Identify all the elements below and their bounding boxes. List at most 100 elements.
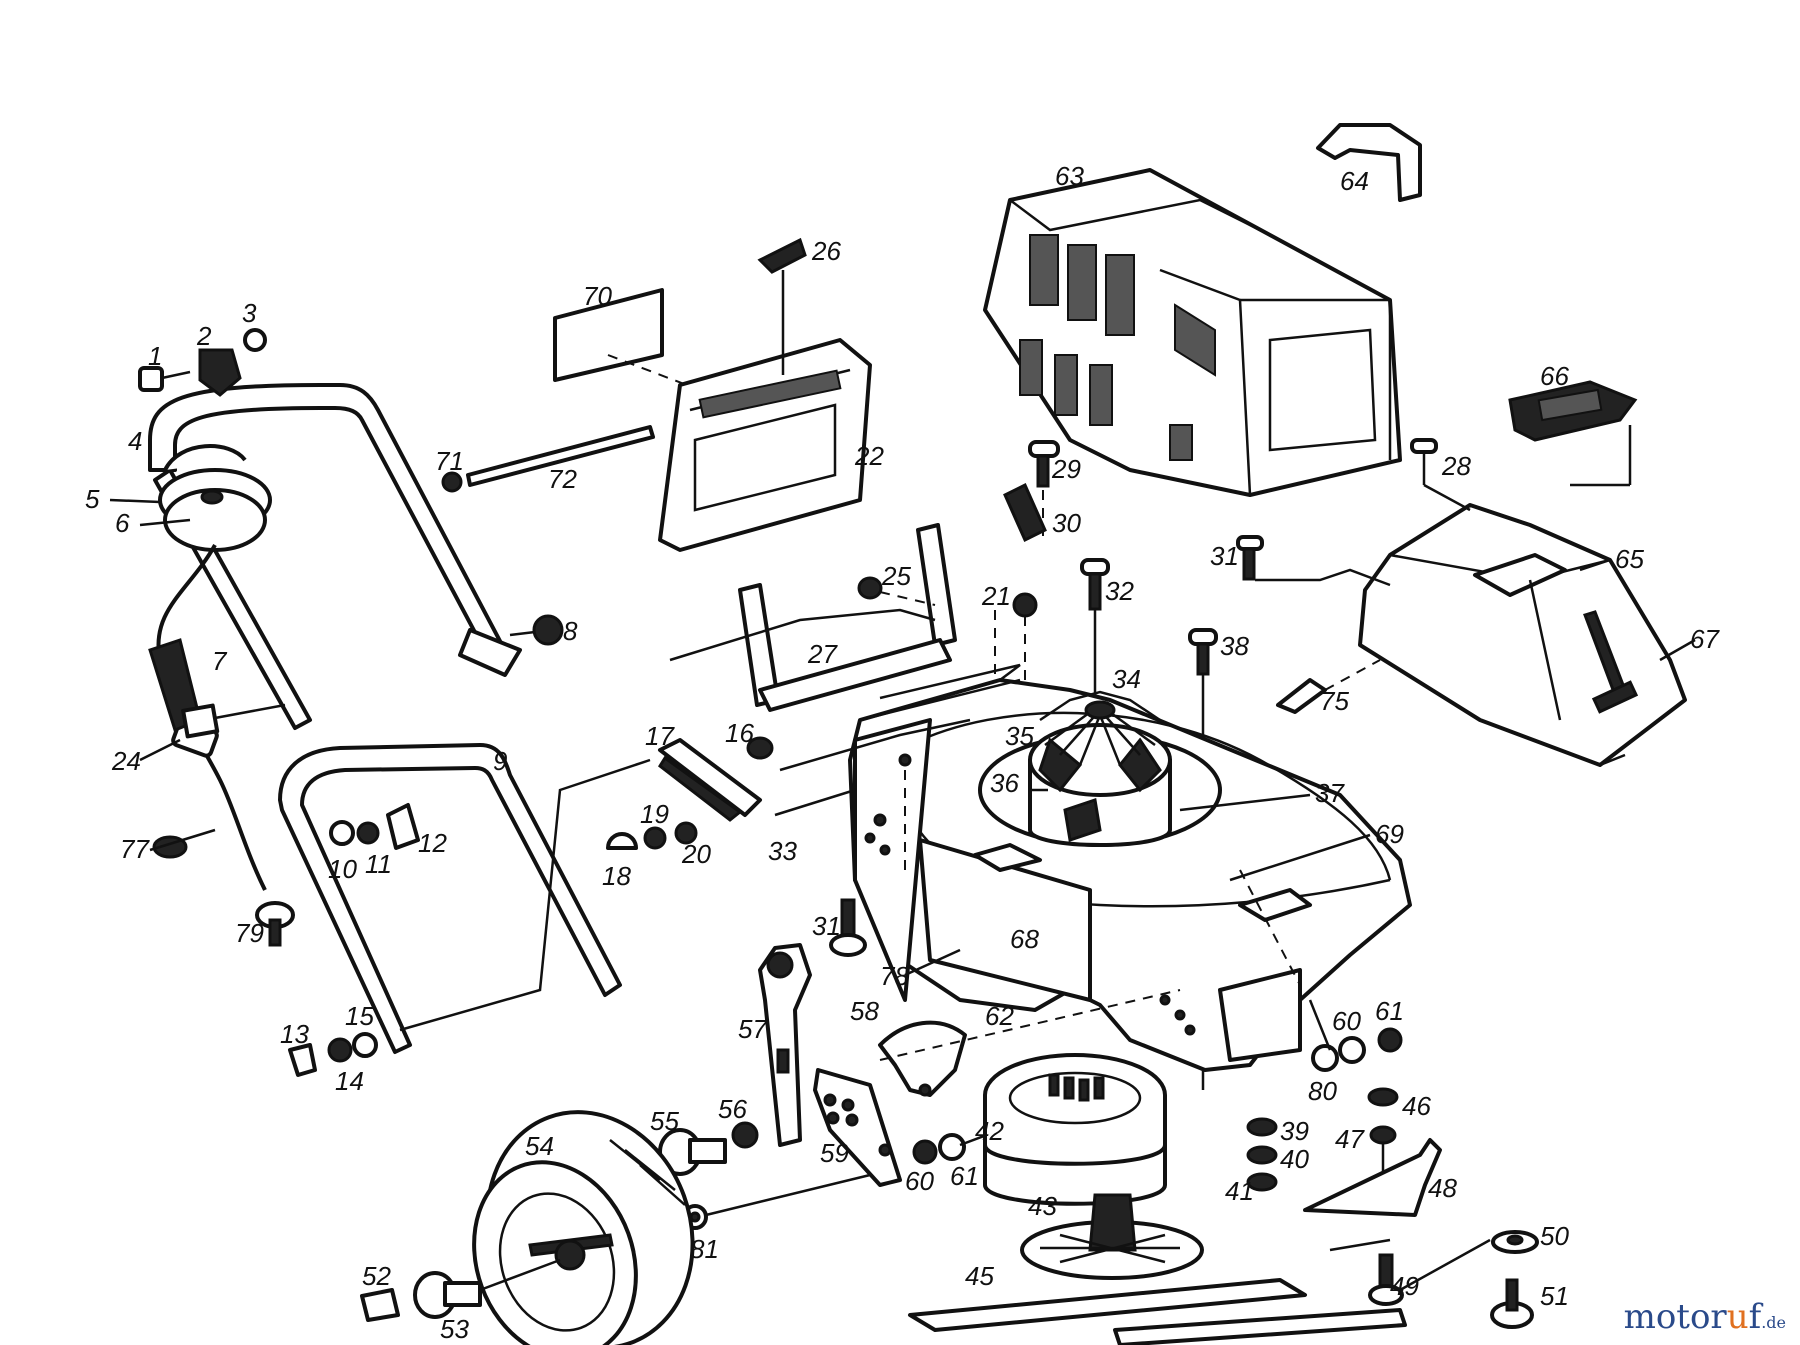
knob-2 — [198, 348, 242, 397]
fasteners-13-14-15 — [288, 1032, 378, 1077]
cable-plug — [148, 638, 219, 758]
part-label: 55 — [650, 1106, 679, 1136]
part-label: 10 — [328, 854, 357, 884]
part-label: 29 — [1051, 454, 1081, 484]
part-label: 63 — [1055, 161, 1084, 191]
part-label: 18 — [602, 861, 631, 891]
part-label: 30 — [1052, 508, 1081, 538]
screw-8 — [509, 614, 564, 646]
leader-lines — [109, 498, 1696, 977]
clip-75 — [1276, 659, 1381, 714]
part-label: 56 — [718, 1094, 747, 1124]
watermark-accent: u — [1726, 1297, 1749, 1337]
part-label: 69 — [1375, 819, 1404, 849]
screw-32 — [1080, 558, 1110, 700]
watermark-brand: motor — [1623, 1297, 1727, 1337]
part-label: 21 — [981, 581, 1011, 611]
part-label: 12 — [418, 828, 447, 858]
bracket-30 — [1003, 482, 1047, 543]
part-label: 8 — [563, 616, 578, 646]
screw-29 — [1028, 440, 1060, 540]
screw-28 — [1410, 438, 1471, 512]
part-label: 53 — [440, 1314, 469, 1344]
part-label: 77 — [120, 834, 150, 864]
part-label: 16 — [725, 718, 754, 748]
part-label: 81 — [690, 1234, 719, 1264]
bag-frame-22 — [658, 338, 872, 552]
part-label: 49 — [1390, 1271, 1419, 1301]
watermark-tld: .de — [1761, 1313, 1786, 1332]
part-label: 2 — [196, 321, 212, 351]
part-label: 47 — [1335, 1124, 1365, 1154]
electric-motor — [978, 690, 1222, 847]
part-label: 20 — [681, 839, 711, 869]
hubcap-52 — [360, 1288, 400, 1322]
part-label: 1 — [148, 341, 162, 371]
part-label: 38 — [1220, 631, 1249, 661]
fasteners-10-11-12 — [329, 803, 420, 850]
screw-31-lower — [829, 898, 867, 957]
cable-clamp — [181, 703, 286, 739]
screw-1 — [138, 366, 191, 392]
part-label: 42 — [975, 1116, 1004, 1146]
part-label: 33 — [768, 836, 797, 866]
part-label: 25 — [881, 561, 911, 591]
part-label: 67 — [1690, 624, 1720, 654]
axle-bracket-57 — [758, 943, 812, 1147]
part-label: 14 — [335, 1066, 364, 1096]
part-label: 22 — [854, 441, 884, 471]
part-label: 3 — [242, 298, 257, 328]
part-label: 48 — [1428, 1173, 1457, 1203]
lower-handle — [278, 743, 622, 1054]
fan-ring-42 — [983, 1053, 1167, 1206]
part-label: 43 — [1028, 1191, 1057, 1221]
part-label: 15 — [345, 1001, 374, 1031]
insert-66 — [1508, 380, 1638, 442]
nut-3 — [243, 328, 267, 352]
part-label: 59 — [820, 1138, 849, 1168]
blade-45 — [908, 1278, 1407, 1345]
fasteners-60-61-lower — [912, 1133, 966, 1165]
part-label: 54 — [525, 1131, 554, 1161]
plate-59 — [813, 1068, 902, 1187]
part-label: 26 — [811, 236, 841, 266]
bracket-17 — [658, 738, 762, 822]
blade-adapter-43 — [1020, 1193, 1204, 1280]
motoruf-watermark-logo: motoruf.de — [1624, 1297, 1786, 1337]
part-label: 72 — [548, 464, 577, 494]
part-label: 28 — [1441, 451, 1471, 481]
fasteners-60-61-80 — [1311, 1027, 1403, 1072]
grass-box-63 — [983, 168, 1402, 497]
part-label: 32 — [1105, 576, 1134, 606]
part-label: 37 — [1315, 778, 1345, 808]
part-label: 71 — [435, 446, 464, 476]
spacer-56 — [731, 1121, 759, 1149]
part-label: 24 — [111, 746, 141, 776]
screw-25 — [857, 576, 936, 606]
part-label: 52 — [362, 1261, 391, 1291]
part-label: 31 — [812, 911, 841, 941]
part-label: 46 — [1402, 1091, 1431, 1121]
part-label: 45 — [965, 1261, 994, 1291]
part-label: 60 — [1332, 1006, 1361, 1036]
carry-handle-64 — [1316, 123, 1422, 202]
part-label: 60 — [905, 1166, 934, 1196]
washer-81 — [682, 1173, 871, 1230]
part-label: 27 — [807, 639, 838, 669]
part-label: 80 — [1308, 1076, 1337, 1106]
support-bracket-27 — [669, 523, 957, 712]
part-label: 4 — [128, 426, 142, 456]
bolt-53 — [413, 1258, 561, 1319]
part-label: 79 — [235, 918, 264, 948]
switch-housing — [158, 444, 272, 552]
part-label: 61 — [950, 1161, 979, 1191]
cap-50 — [1399, 1230, 1539, 1292]
bolt-49 — [1329, 1238, 1404, 1306]
wheel-54 — [472, 1110, 695, 1345]
part-label: 6 — [115, 508, 130, 538]
part-label: 61 — [1375, 996, 1404, 1026]
part-label: 11 — [365, 849, 392, 879]
part-label: 70 — [583, 281, 612, 311]
nut-16 — [746, 736, 774, 760]
